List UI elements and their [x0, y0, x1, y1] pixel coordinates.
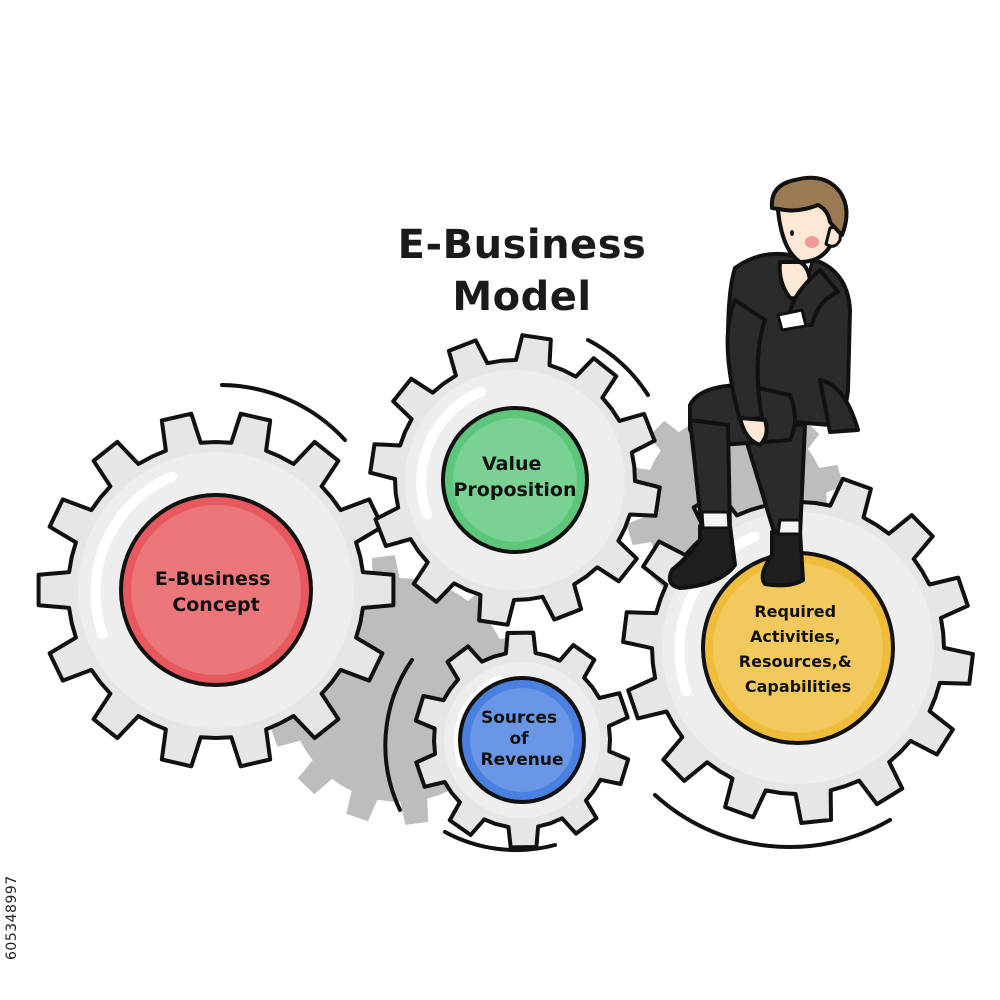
gear-sources-of-revenue [413, 630, 631, 850]
stock-id-text: 605348997 [4, 875, 20, 960]
gear-labels: E-Business Concept Value Proposition Sou… [155, 453, 857, 770]
gear-hub [441, 406, 589, 554]
label-sources-of-revenue: Sources of Revenue [481, 708, 564, 770]
label-required-activities: Required Activities, Resources,& Capabil… [739, 602, 857, 696]
label-e-business-concept: E-Business Concept [155, 568, 277, 616]
title-line-2: Model [452, 274, 591, 320]
gear-hub [458, 676, 586, 804]
gear-e-business-concept [36, 411, 396, 769]
businessman-thinking-icon [667, 175, 860, 590]
label-value-proposition: Value Proposition [454, 453, 577, 501]
diagram-title: E-Business Model [398, 222, 647, 320]
motion-arcs [220, 338, 892, 853]
title-line-1: E-Business [398, 222, 647, 268]
gear-hub [119, 493, 313, 687]
gear-value-proposition [368, 333, 662, 627]
